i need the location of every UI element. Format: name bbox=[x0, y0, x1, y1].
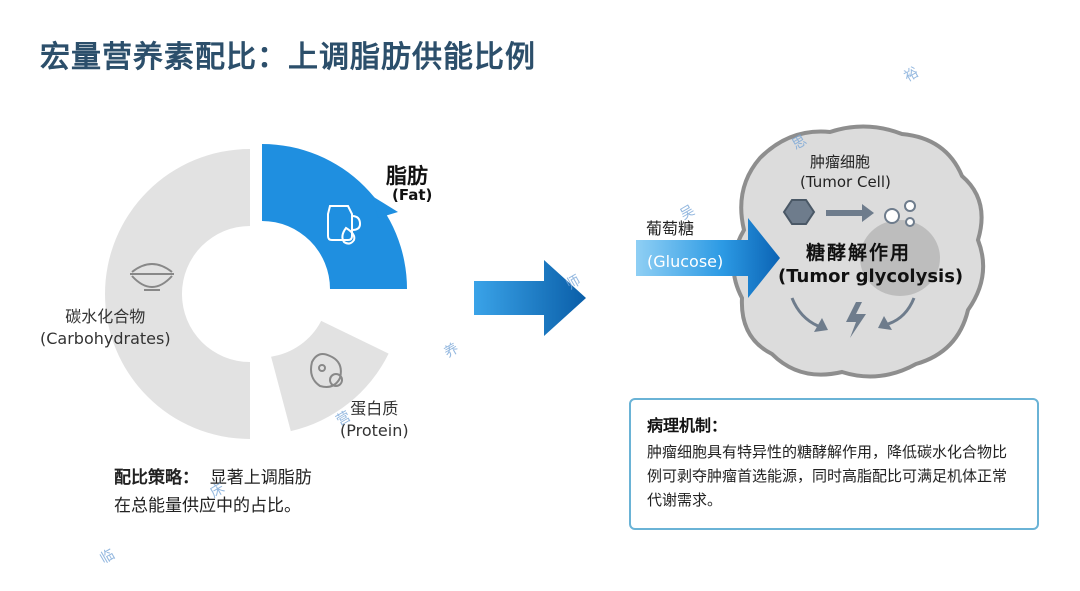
glucose-arrow bbox=[636, 218, 780, 298]
glycolysis-label-en: (Tumor glycolysis) bbox=[778, 266, 964, 287]
protein-label: 蛋白质 (Protein) bbox=[340, 398, 409, 442]
protein-label-en: (Protein) bbox=[340, 421, 409, 440]
tumor-cell-label-en: (Tumor Cell) bbox=[800, 173, 891, 191]
cycle-arrow-right-icon bbox=[887, 297, 916, 326]
carbohydrates-label-cn: 碳水化合物 bbox=[65, 307, 146, 326]
strategy-line2: 在总能量供应中的占比。 bbox=[114, 496, 301, 516]
molecule-dot-icon bbox=[884, 208, 900, 224]
carbohydrates-label: 碳水化合物 (Carbohydrates) bbox=[40, 306, 171, 350]
cell-membrane bbox=[731, 124, 986, 379]
strategy-line1: 显著上调脂肪 bbox=[209, 468, 312, 488]
carbohydrates-label-en: (Carbohydrates) bbox=[40, 329, 171, 348]
tumor-cell bbox=[731, 124, 986, 379]
meat-icon bbox=[310, 353, 343, 388]
protein-label-cn: 蛋白质 bbox=[350, 399, 399, 418]
strategy-text: 配比策略： 显著上调脂肪 在总能量供应中的占比。 bbox=[114, 464, 444, 520]
flow-arrow bbox=[474, 260, 586, 336]
macronutrient-donut bbox=[105, 144, 407, 439]
conversion-arrow-icon bbox=[826, 204, 874, 222]
cycle-arrow-left-icon bbox=[790, 297, 819, 328]
molecule-dot-icon bbox=[905, 217, 915, 227]
cell-nucleus bbox=[860, 220, 940, 296]
glucose-hexagon-icon bbox=[782, 199, 816, 225]
fat-label-en: (Fat) bbox=[392, 186, 433, 204]
rice-bowl-icon bbox=[130, 263, 174, 291]
donut-segment-protein bbox=[271, 320, 389, 432]
mechanism-body: 肿瘤细胞具有特异性的糖酵解作用，降低碳水化合物比例可剥夺肿瘤首选能源，同时高脂配… bbox=[647, 443, 1008, 509]
glucose-label: 葡萄糖 bbox=[646, 219, 695, 238]
mechanism-title: 病理机制： bbox=[647, 416, 728, 435]
fat-label: 脂肪 bbox=[386, 164, 428, 188]
donut-segment-fat bbox=[262, 144, 407, 289]
cycle-arrow-right-head bbox=[878, 316, 892, 330]
tumor-cell-label: 肿瘤细胞 bbox=[810, 153, 871, 171]
fat-pointer bbox=[372, 196, 398, 218]
glucose-label-en: (Glucose) bbox=[647, 252, 724, 271]
mechanism-box: 病理机制： 肿瘤细胞具有特异性的糖酵解作用，降低碳水化合物比例可剥夺肿瘤首选能源… bbox=[629, 398, 1039, 530]
page-title: 宏量营养素配比：上调脂肪供能比例 bbox=[40, 40, 536, 75]
donut-segment-carbohydrates bbox=[105, 149, 250, 439]
cycle-arrow-left-head bbox=[814, 318, 828, 332]
fat-jug-icon bbox=[327, 205, 362, 245]
lightning-icon bbox=[846, 302, 866, 338]
glycolysis-label: 糖酵解作用 bbox=[806, 242, 912, 264]
strategy-label: 配比策略： bbox=[114, 468, 199, 488]
molecule-dot-icon bbox=[904, 200, 916, 212]
